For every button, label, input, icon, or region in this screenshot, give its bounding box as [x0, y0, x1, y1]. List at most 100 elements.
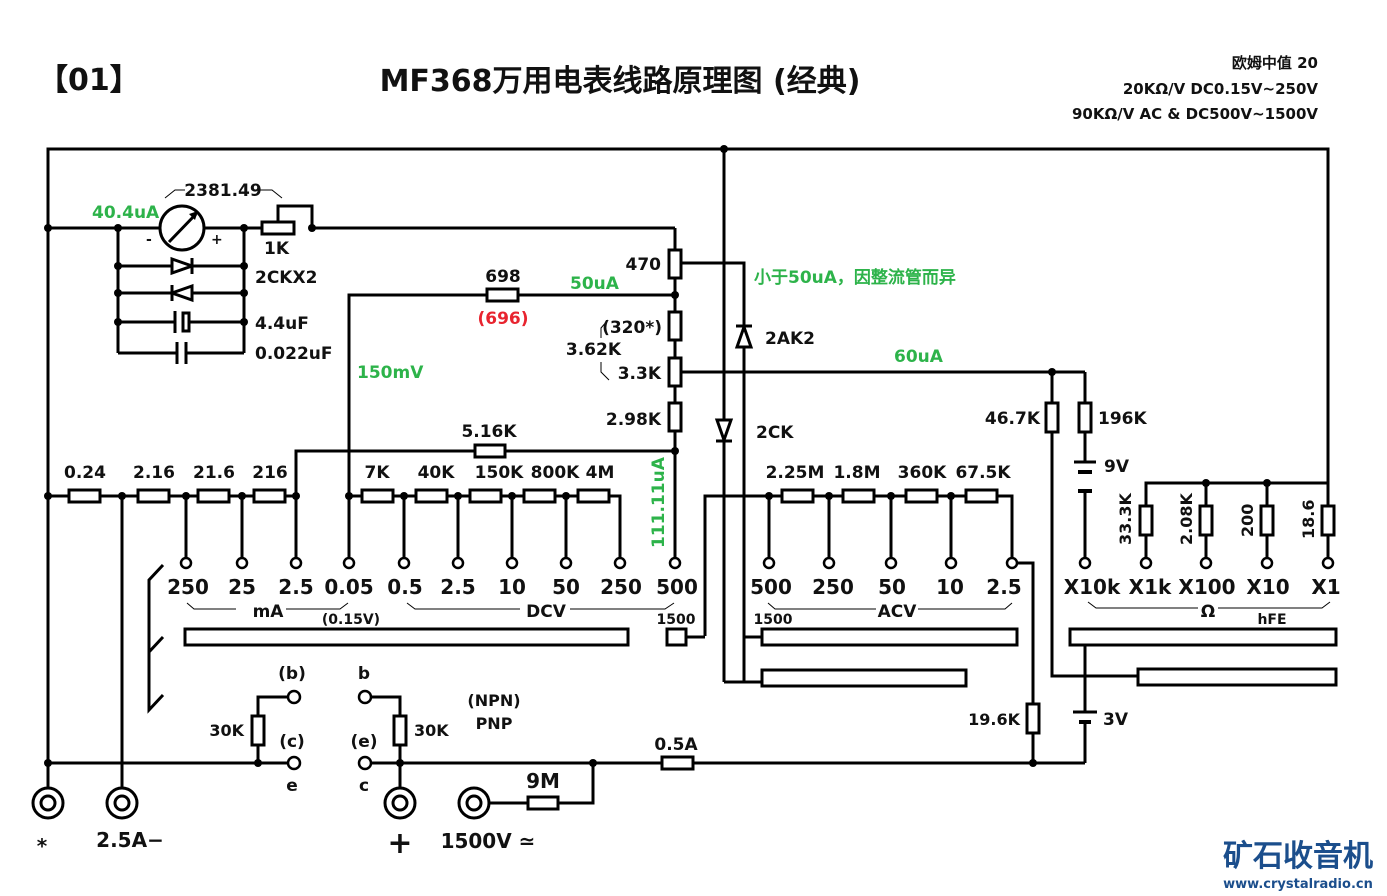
ma-resistor-label: 2.16: [133, 463, 175, 483]
r698-alt-label: (696): [477, 309, 528, 329]
range-terminal[interactable]: [451, 556, 465, 570]
hfe-sockets: (b) (c) e b (e) c 30K 30K (NPN) PNP: [44, 664, 1085, 796]
current-60ua-label: 60uA: [894, 347, 944, 367]
range-terminal[interactable]: [235, 556, 249, 570]
range-terminal[interactable]: [1005, 556, 1019, 570]
hfe-group-label: hFE: [1257, 612, 1286, 628]
battery-3v-icon: [1073, 710, 1097, 724]
range-terminal[interactable]: [505, 556, 519, 570]
acv-resistor-label: 360K: [898, 463, 947, 483]
diode-2ck-icon: [714, 418, 734, 445]
range-terminal[interactable]: [668, 556, 682, 570]
ac-rectifier: 小于50uA，因整流管而异 2AK2 2CK 60uA: [714, 267, 956, 445]
ohm-range-label: X10k: [1064, 575, 1121, 599]
diagram-index: 【01】: [38, 63, 140, 98]
dcv-resistor-label: 800K: [531, 463, 580, 483]
r30k-right-label: 30K: [414, 721, 449, 740]
acv-chain: 2.25M 1.8M 360K 67.5K: [703, 463, 1035, 704]
r362-label: 3.62K: [566, 340, 622, 360]
dcv-range-label: 0.5: [387, 575, 422, 599]
rotary-switch-handle: [147, 563, 165, 714]
range-terminals: [179, 556, 1335, 570]
dcv-resistor-label: 4M: [586, 463, 615, 483]
diagram-title: MF368万用电表线路原理图 (经典): [380, 64, 861, 99]
ohm-resistor-label: 2.08K: [1177, 493, 1196, 545]
range-terminal[interactable]: [1139, 556, 1153, 570]
dcv-extra-label: 1500: [657, 612, 696, 628]
cap1-label: 4.4uF: [255, 314, 309, 334]
range-terminal[interactable]: [397, 556, 411, 570]
switch-bar-1500[interactable]: [665, 627, 688, 647]
range-terminal[interactable]: [1078, 556, 1092, 570]
dcv-resistor-label: 40K: [418, 463, 456, 483]
logo-name: 矿石收音机: [1223, 839, 1373, 874]
shunt-chain: 470 698 (696) 50uA (320*) 3.62K 3.3K 2.9…: [294, 248, 1085, 682]
meter-plus-label: +: [211, 232, 223, 248]
ohm-range-label: X10: [1246, 575, 1289, 599]
r196k-label: 19.6K: [968, 710, 1020, 729]
range-terminal[interactable]: [1199, 556, 1213, 570]
r30k-left-label: 30K: [209, 721, 244, 740]
range-terminal[interactable]: [179, 556, 193, 570]
switch-bar-ohm-2[interactable]: [1136, 667, 1338, 687]
current-111ua-label: 111.11uA: [649, 456, 669, 548]
range-terminal[interactable]: [342, 556, 356, 570]
jack-common[interactable]: [31, 763, 65, 820]
switch-bar-ma-dcv[interactable]: [183, 627, 630, 647]
jack-2.5a[interactable]: [105, 786, 139, 820]
battery-3v-label: 3V: [1103, 710, 1129, 730]
dcv-range-label: 10: [498, 575, 526, 599]
ma-resistor-label: 0.24: [64, 463, 106, 483]
acv-resistor-label: 2.25M: [766, 463, 825, 483]
ohm-section: 46.7K 196K 9V 33.3K 2.08K 200 18.6: [985, 368, 1336, 678]
hfe-c-paren-label: (c): [279, 732, 305, 752]
npn-label: (NPN): [467, 691, 520, 710]
range-terminal[interactable]: [822, 556, 836, 570]
fuse-label: 0.5A: [654, 735, 698, 755]
range-terminal[interactable]: [613, 556, 627, 570]
acv-resistor-label: 67.5K: [955, 463, 1011, 483]
jack-plus[interactable]: [383, 786, 417, 820]
ohm-group-label: Ω: [1201, 602, 1215, 622]
galvanometer-icon: [158, 204, 206, 252]
ohm-range-label: X1k: [1129, 575, 1172, 599]
hfe-e-label: e: [286, 776, 298, 796]
range-terminal[interactable]: [1260, 556, 1274, 570]
jack-1500v[interactable]: [457, 786, 491, 820]
capacitor-icon: [173, 311, 191, 333]
jack-plus-label: +: [387, 826, 412, 861]
hfe-e-paren-label: (e): [350, 732, 377, 752]
socket-e-paren[interactable]: [357, 755, 373, 771]
spec-line-3: 90KΩ/V AC & DC500V~1500V: [1072, 105, 1318, 123]
range-terminal[interactable]: [289, 556, 303, 570]
range-terminal[interactable]: [559, 556, 573, 570]
battery-9v-label: 9V: [1104, 457, 1130, 477]
range-terminal[interactable]: [1321, 556, 1335, 570]
range-terminal[interactable]: [884, 556, 898, 570]
acv-resistor-label: 1.8M: [833, 463, 880, 483]
r196-label: 196K: [1098, 409, 1147, 429]
dcv-resistor-label: 7K: [364, 463, 390, 483]
range-terminal[interactable]: [762, 556, 776, 570]
fuse-icon: [660, 755, 695, 771]
ma-range-label: 0.05: [324, 575, 373, 599]
r516-label: 5.16K: [461, 422, 517, 442]
meter-minus-label: -: [146, 232, 152, 248]
switch-bar-acv[interactable]: [760, 627, 1019, 647]
socket-c-paren[interactable]: [286, 755, 302, 771]
socket-b[interactable]: [357, 689, 373, 705]
ma-resistor-label: 21.6: [193, 463, 235, 483]
switch-bar-ac-rect[interactable]: [760, 668, 968, 688]
dcv-range-label: 50: [552, 575, 580, 599]
socket-b-paren[interactable]: [286, 689, 302, 705]
r320-label: (320*): [602, 318, 662, 338]
range-terminal[interactable]: [944, 556, 958, 570]
switch-bar-ohm[interactable]: [1068, 627, 1338, 647]
ma-dcv-chain: 0.24 2.16 21.6 216 7K 40K 150K 800K 4M: [44, 463, 622, 795]
jacks: * 2.5A− + 1500V ≃: [31, 763, 535, 861]
frame-wires: [46, 145, 1330, 763]
diode-icon: [167, 283, 194, 303]
ohm-resistor-label: 33.3K: [1116, 493, 1135, 545]
acv-range-label: 10: [936, 575, 964, 599]
voltage-150mv-label: 150mV: [357, 363, 424, 383]
